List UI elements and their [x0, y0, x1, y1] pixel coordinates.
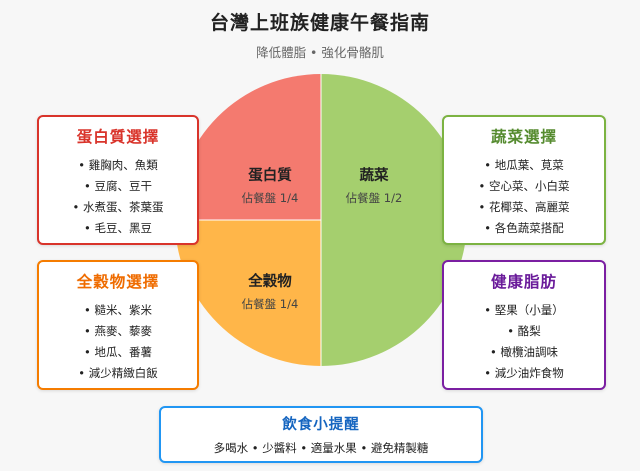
list-item: 豆腐、豆干: [39, 176, 197, 197]
list-item: 水煮蛋、茶葉蛋: [39, 197, 197, 218]
vegetable-card-title: 蔬菜選擇: [490, 128, 557, 146]
list-item: 燕麥、藜麥: [39, 321, 197, 342]
vegetable-choices-card: 蔬菜選擇 地瓜葉、莧菜 空心菜、小白菜 花椰菜、高麗菜 各色蔬菜搭配: [442, 115, 606, 245]
plate-grain-section: [175, 220, 321, 366]
list-item: 毛豆、黑豆: [39, 218, 197, 239]
grain-card-list: 糙米、紫米 燕麥、藜麥 地瓜、番薯 減少精緻白飯: [39, 300, 197, 384]
fat-card-title: 健康脂肪: [490, 273, 557, 291]
grain-choices-card: 全穀物選擇 糙米、紫米 燕麥、藜麥 地瓜、番薯 減少精緻白飯: [37, 260, 199, 390]
protein-card-list: 雞胸肉、魚類 豆腐、豆干 水煮蛋、茶葉蛋 毛豆、黑豆: [39, 155, 197, 239]
grain-card-title: 全穀物選擇: [76, 273, 160, 291]
list-item: 減少油炸食物: [444, 363, 604, 384]
protein-choices-card: 蛋白質選擇 雞胸肉、魚類 豆腐、豆干 水煮蛋、茶葉蛋 毛豆、黑豆: [37, 115, 199, 245]
page-subtitle: 降低體脂 • 強化骨骼肌: [256, 45, 384, 60]
protein-section-name: 蛋白質: [248, 168, 292, 184]
list-item: 花椰菜、高麗菜: [444, 197, 604, 218]
plate-svg: [175, 74, 467, 366]
list-item: 地瓜葉、莧菜: [444, 155, 604, 176]
page-title: 台灣上班族健康午餐指南: [209, 12, 430, 34]
plate-vegetable-section: [321, 74, 467, 366]
protein-section-label: 蛋白質 佔餐盤 1/4: [210, 164, 330, 206]
grain-section-share: 佔餐盤 1/4: [241, 297, 299, 311]
tips-text: 多喝水 • 少醬料 • 適量水果 • 避免精製糖: [213, 441, 429, 455]
list-item: 各色蔬菜搭配: [444, 218, 604, 239]
grain-section-label: 全穀物 佔餐盤 1/4: [210, 270, 330, 312]
diet-tips-box: 飲食小提醒 多喝水 • 少醬料 • 適量水果 • 避免精製糖: [159, 406, 483, 463]
list-item: 堅果（小量）: [444, 300, 604, 321]
list-item: 雞胸肉、魚類: [39, 155, 197, 176]
list-item: 地瓜、番薯: [39, 342, 197, 363]
vegetable-section-name: 蔬菜: [359, 168, 389, 184]
plate-diagram: 蛋白質 佔餐盤 1/4 蔬菜 佔餐盤 1/2 全穀物 佔餐盤 1/4: [175, 74, 467, 366]
vegetable-card-list: 地瓜葉、莧菜 空心菜、小白菜 花椰菜、高麗菜 各色蔬菜搭配: [444, 155, 604, 239]
plate-protein-section: [175, 74, 321, 220]
fat-card-list: 堅果（小量） 酪梨 橄欖油調味 減少油炸食物: [444, 300, 604, 384]
healthy-fat-card: 健康脂肪 堅果（小量） 酪梨 橄欖油調味 減少油炸食物: [442, 260, 606, 390]
protein-section-share: 佔餐盤 1/4: [241, 191, 299, 205]
tips-title: 飲食小提醒: [282, 417, 360, 433]
list-item: 橄欖油調味: [444, 342, 604, 363]
vegetable-section-share: 佔餐盤 1/2: [345, 191, 403, 205]
list-item: 酪梨: [444, 321, 604, 342]
list-item: 糙米、紫米: [39, 300, 197, 321]
list-item: 空心菜、小白菜: [444, 176, 604, 197]
grain-section-name: 全穀物: [248, 274, 292, 290]
vegetable-section-label: 蔬菜 佔餐盤 1/2: [314, 164, 434, 206]
protein-card-title: 蛋白質選擇: [76, 128, 160, 146]
list-item: 減少精緻白飯: [39, 363, 197, 384]
